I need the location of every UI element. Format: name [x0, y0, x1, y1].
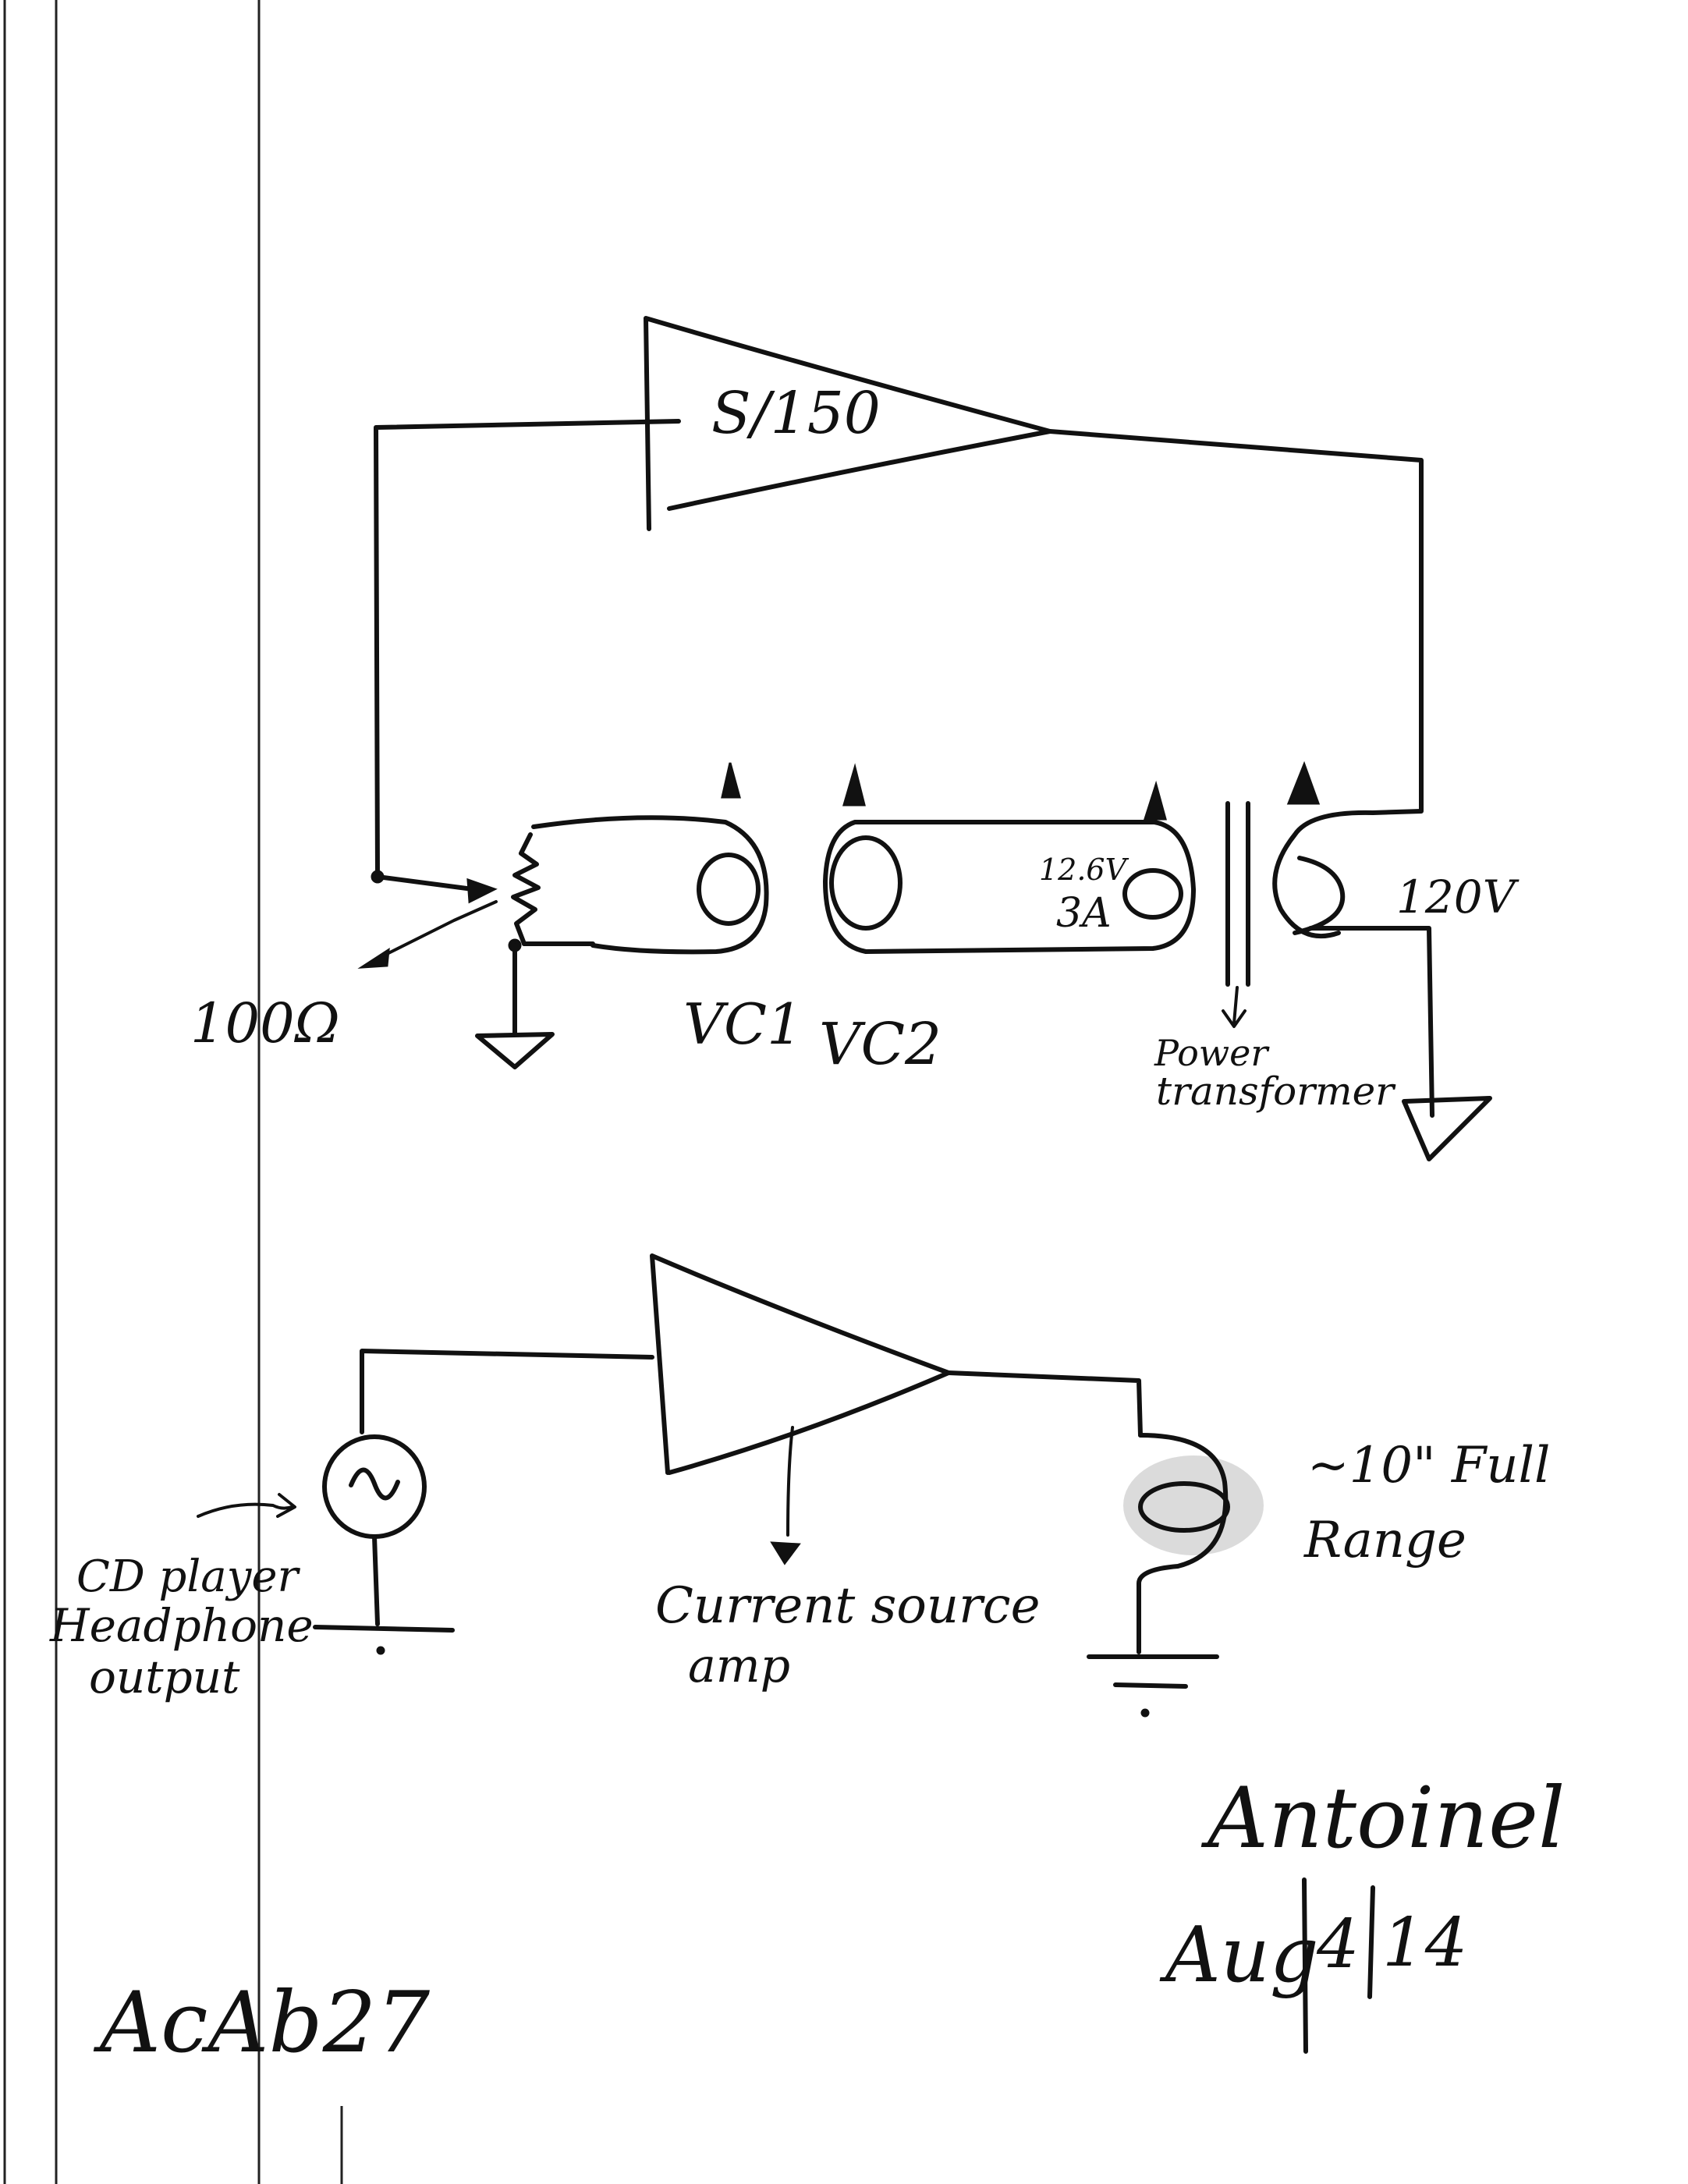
handwritten-notes: Antoinel Aug 4 14 AcAb27 — [93, 1770, 1566, 2072]
top-input-wire — [374, 419, 681, 879]
page-margin-lines — [3, 0, 343, 2184]
primary-winding — [1272, 760, 1492, 1161]
source-label-line1: CD player — [76, 1551, 300, 1602]
speaker-coil-symbol — [1123, 1433, 1264, 1654]
date-month: Aug — [1159, 1911, 1319, 2000]
speaker-label-line1: ~10" Full — [1307, 1437, 1550, 1494]
signature: Antoinel — [1200, 1770, 1566, 1867]
top-output-wire — [1048, 429, 1424, 815]
bottom-amp-label-line1: Current source — [655, 1577, 1040, 1635]
transformer-label-line1: Power — [1154, 1032, 1270, 1074]
top-circuit: S/150 100Ω — [190, 316, 1520, 1161]
secondary-current-label: 3A — [1056, 890, 1112, 937]
date-separator-1 — [1302, 1877, 1308, 2054]
bottom-amp-pointer-head — [770, 1541, 801, 1565]
secondary-voltage-label: 12.6V — [1039, 853, 1129, 887]
bottom-circuit: Current source amp CD player Headphone o… — [49, 1253, 1550, 1718]
reference-code: AcAb27 — [93, 1974, 430, 2072]
bottom-output-wire — [946, 1370, 1143, 1438]
source-pointer — [197, 1493, 296, 1518]
bottom-input-wire — [360, 1349, 654, 1434]
bottom-amplifier-symbol — [650, 1253, 951, 1475]
source-label-line3: output — [89, 1650, 240, 1704]
vc1-label: VC1 — [683, 991, 803, 1057]
vc2-label: VC2 — [819, 1011, 942, 1078]
source-label-line2: Headphone — [49, 1599, 314, 1652]
date-day: 4 — [1316, 1906, 1360, 1984]
speaker-ground — [1087, 1654, 1219, 1689]
bottom-amp-label-line2: amp — [688, 1639, 790, 1693]
potentiometer-label: 100Ω — [190, 991, 340, 1055]
voice-coil-2 — [823, 763, 1196, 954]
speaker-label-line2: Range — [1303, 1512, 1466, 1569]
bottom-amp-pointer — [786, 1426, 794, 1537]
speaker-ground-dot — [1140, 1708, 1150, 1718]
date-separator-2 — [1367, 1885, 1375, 1999]
wire-to-potentiometer — [375, 874, 475, 892]
top-amplifier-label: S/150 — [711, 380, 881, 447]
ac-source-wave — [349, 1467, 400, 1501]
transformer-pointer — [1222, 986, 1246, 1028]
primary-voltage-label: 120V — [1396, 870, 1520, 924]
potentiometer-symbol — [357, 832, 595, 1069]
source-ground-wire — [313, 1534, 455, 1633]
transformer-core — [1225, 801, 1250, 987]
date-year: 14 — [1382, 1904, 1467, 1982]
source-ground-dot — [376, 1646, 385, 1655]
voice-coil-1 — [531, 762, 769, 955]
transformer-label-line2: transformer — [1156, 1069, 1396, 1114]
